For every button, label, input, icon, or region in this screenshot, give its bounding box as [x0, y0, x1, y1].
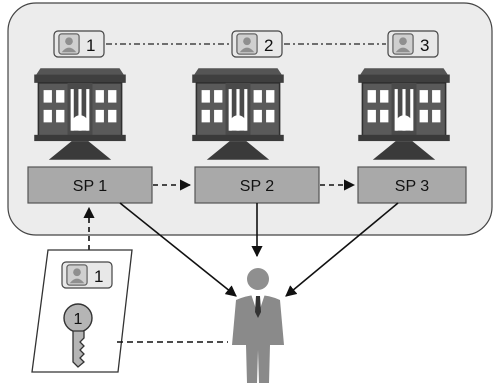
sp2-badge: 2 [231, 30, 283, 58]
sp1-badge: 1 [53, 30, 105, 58]
sp1-box: SP 1 [27, 166, 153, 204]
sp2-badge-number: 2 [264, 36, 273, 55]
sp3-badge: 3 [387, 30, 439, 58]
credential-badge-number: 1 [94, 267, 103, 286]
key-icon [63, 303, 93, 368]
sp1-badge-number: 1 [86, 36, 95, 55]
user-avatar-icon [236, 33, 258, 55]
credential-card: 1 1 [31, 249, 133, 373]
sp3-box: SP 3 [357, 166, 467, 204]
user-person-icon [232, 268, 284, 383]
key-number: 1 [74, 311, 83, 328]
sp2-label: SP 2 [240, 178, 275, 195]
sp3-badge-number: 3 [420, 36, 429, 55]
user-avatar-icon [392, 33, 414, 55]
sp2-box: SP 2 [194, 166, 320, 204]
sp3-label: SP 3 [395, 178, 430, 195]
arrow-sp3-to-user [285, 202, 399, 297]
user-avatar-icon [66, 264, 88, 286]
arrow-sp1-to-user [119, 202, 237, 297]
user-avatar-icon [58, 33, 80, 55]
sp1-label: SP 1 [73, 178, 108, 195]
